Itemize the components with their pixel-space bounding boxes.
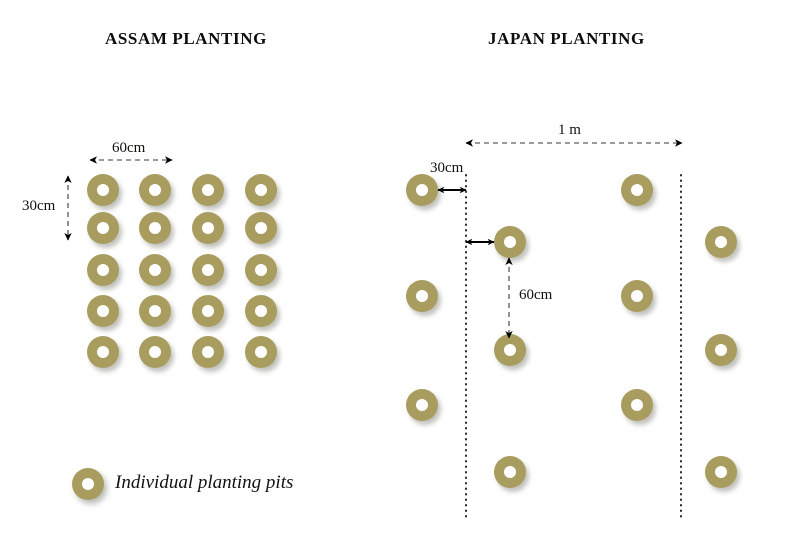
planting-pit (87, 174, 119, 206)
legend-pit-swatch (72, 468, 104, 500)
dimension-label-japan-offset-spacing-top: 30cm (430, 160, 464, 176)
planting-pit (406, 280, 438, 312)
planting-pit (245, 295, 277, 327)
planting-pit (87, 254, 119, 286)
planting-pit (494, 456, 526, 488)
planting-pit (406, 389, 438, 421)
planting-pit (705, 226, 737, 258)
panel-title-assam: ASSAM PLANTING (105, 29, 267, 48)
planting-pit (494, 334, 526, 366)
planting-pit (245, 336, 277, 368)
planting-pit (139, 295, 171, 327)
planting-pit (139, 254, 171, 286)
planting-pit (245, 212, 277, 244)
planting-pit (245, 174, 277, 206)
planting-pit (494, 226, 526, 258)
planting-pit (139, 336, 171, 368)
dimension-label-japan-within-row-spacing: 60cm (519, 287, 553, 303)
planting-pit (406, 174, 438, 206)
dimension-label-assam-vertical-spacing: 30cm (22, 198, 56, 214)
planting-pit (621, 389, 653, 421)
planting-pit (87, 336, 119, 368)
legend-label: Individual planting pits (115, 472, 294, 493)
planting-pit (192, 295, 224, 327)
planting-pit (192, 336, 224, 368)
planting-pit (139, 212, 171, 244)
planting-pit (192, 212, 224, 244)
planting-pit (621, 280, 653, 312)
planting-pit (192, 174, 224, 206)
planting-pit (87, 295, 119, 327)
planting-pit (139, 174, 171, 206)
planting-pit (192, 254, 224, 286)
planting-pit (87, 212, 119, 244)
dimension-label-japan-row-width: 1 m (558, 122, 581, 138)
planting-pit (245, 254, 277, 286)
planting-pit (705, 456, 737, 488)
dimension-label-assam-horizontal-spacing: 60cm (112, 140, 146, 156)
planting-pit (705, 334, 737, 366)
panel-title-japan: JAPAN PLANTING (488, 29, 645, 48)
planting-pit (621, 174, 653, 206)
